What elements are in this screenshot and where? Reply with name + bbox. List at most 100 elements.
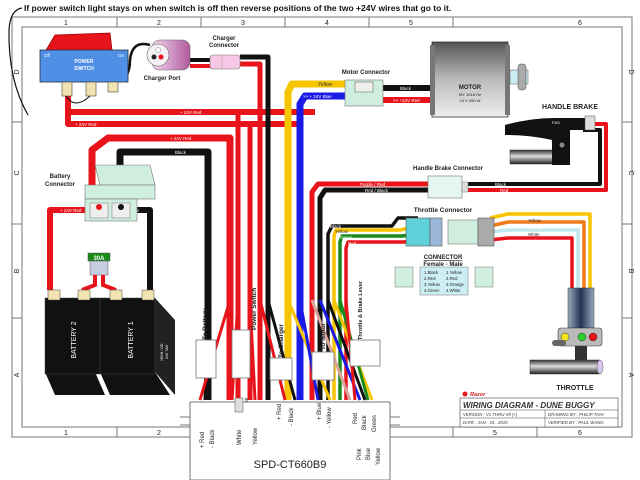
battery-2: BATTERY 2 <box>44 289 105 395</box>
wire-blue-motor <box>296 92 350 400</box>
col-label: 5 <box>493 430 497 437</box>
throttle-led-green <box>577 332 587 342</box>
wire-orange-throttle-right <box>489 220 586 290</box>
battery-terminal <box>109 289 123 301</box>
pin-label: + Red <box>200 432 206 448</box>
switch-off-label: Off <box>44 53 51 58</box>
wire-label: >> + 24V Blue <box>303 94 332 99</box>
row-label: D <box>14 69 21 74</box>
col-label: 1 <box>64 20 68 27</box>
throttle: THROTTLE <box>529 287 604 392</box>
wire-red-switch-2 <box>65 96 300 127</box>
controller: SPD-CT660B9 + Red - Black White Yellow +… <box>180 397 400 480</box>
pin-label: Black <box>362 414 368 430</box>
legend-female-pin: 2.Red <box>424 276 436 281</box>
row-label: B <box>627 269 634 274</box>
switch-jumper-arrow <box>65 95 91 104</box>
wire-red-charger-down <box>240 61 263 400</box>
wire-red-throttle-right <box>489 236 574 290</box>
motor-sprocket <box>517 63 527 91</box>
battery-terminal <box>141 289 155 301</box>
throttle-connector: Throttle Connector <box>405 207 495 247</box>
power-switch: Off On POWER SWITCH <box>39 32 129 104</box>
wire-white-throttle-right <box>489 228 580 290</box>
row-label: C <box>627 170 634 175</box>
connector-legend: CONNECTOR Female - Male 1.Black 2.Red 3.… <box>394 255 494 296</box>
brake-brand: F&S <box>552 120 560 125</box>
wire-label: Purple / Red <box>360 182 386 187</box>
motor-rating: 24 V 250 W <box>460 98 481 103</box>
battery2-label: BATTERY 2 <box>71 321 78 358</box>
wire-label: Black <box>330 224 342 229</box>
harness-label: Throttle & Brake Lever <box>358 280 364 340</box>
switch-terminal <box>85 81 97 97</box>
legend-female-pin: 1.Black <box>424 270 439 275</box>
battery-connector: Battery Connector <box>45 164 156 222</box>
female-pinout <box>394 266 414 288</box>
wire-label: + 24V Red <box>170 136 192 141</box>
col-label: 2 <box>157 20 161 27</box>
brake-lever <box>505 118 585 165</box>
harness-black-charger <box>266 299 297 401</box>
harness-connector-motor <box>311 351 335 381</box>
harness-black <box>326 299 367 401</box>
motor-fins <box>505 45 510 115</box>
wire-yellow-motor <box>284 80 350 400</box>
column-dividers <box>12 17 632 437</box>
controller-pin-labels: + Red - Black White Yellow + Red - Black… <box>200 402 382 465</box>
switch-on-label: On <box>118 53 125 58</box>
col-label: 4 <box>325 20 329 27</box>
wire-label: Yellow <box>528 218 542 223</box>
harness-connector-throttle <box>349 339 381 367</box>
title-block: Razor WIRING DIAGRAM - DUNE BUGGY VERSIO… <box>459 391 619 428</box>
pin-label: + Blue <box>317 402 323 420</box>
wire-label: + 24V Red <box>180 110 202 115</box>
motor-connector: Motor Connector <box>342 70 391 107</box>
handle-brake: HANDLE BRAKE F&S <box>505 104 598 165</box>
harness-pink <box>310 299 352 401</box>
motor-connector-label: Motor Connector <box>342 70 391 76</box>
charger-connector-label: Connector <box>209 43 240 49</box>
title-date: DATE : JAN - 15 . 2010 <box>463 420 508 425</box>
col-label: 6 <box>578 430 582 437</box>
title-verified-by: VERIFIED BY : PAUL WANG <box>548 420 604 425</box>
pin-label: Blue <box>366 447 372 460</box>
pin-label: Pink <box>357 447 363 460</box>
pin-label: White <box>237 429 243 445</box>
pin-label: - Black <box>289 407 295 426</box>
wire-label: + 24V Red <box>75 122 97 127</box>
wire-label: + 24V Red <box>60 208 82 213</box>
harness-connector-charger <box>269 357 293 381</box>
wire-black-throttle <box>326 216 418 400</box>
pin-label: + Red <box>277 404 283 420</box>
battery-1: BATTERY 1 HIGH / OD 24V 7AH <box>99 289 175 395</box>
battery-connector-label: Connector <box>45 182 76 188</box>
battery1-spec: 24V 7AH <box>165 345 169 359</box>
battery-terminal <box>77 289 91 301</box>
wire-red-black-brake <box>317 187 428 400</box>
throttle-led-yellow <box>560 332 570 342</box>
wire-label: Black <box>175 150 187 155</box>
legend-male-pin: 1.Yellow <box>446 270 463 275</box>
wire-label: Red / Black <box>365 188 389 193</box>
wire-label: Red <box>500 188 509 193</box>
port-pin-red <box>158 54 164 60</box>
switch-terminal <box>61 81 73 97</box>
legend-title: CONNECTOR <box>424 255 463 261</box>
wire-label: Red <box>528 239 537 244</box>
battery-terminal <box>47 289 61 301</box>
switch-title: POWER <box>75 59 94 65</box>
title-drawing-by: DRAWING BY : PHILIP THAI <box>548 412 604 417</box>
pin-label: Yellow <box>253 427 259 445</box>
handle-brake-connector: Handle Brake Connector <box>413 166 484 199</box>
harness-label: Power Switch <box>251 288 258 330</box>
warning-note: If power switch light stays on when swit… <box>8 3 451 116</box>
wire-label: Yellow <box>318 82 333 88</box>
brand-logo: Razor <box>470 392 486 398</box>
charger-connector: Charger Connector <box>209 36 241 70</box>
legend-subtitle: Female - Male <box>423 262 463 268</box>
row-label: A <box>627 373 634 378</box>
motor-model: MY 1016 Hz <box>459 92 481 97</box>
wire-label: >> +24V Red <box>393 98 420 103</box>
